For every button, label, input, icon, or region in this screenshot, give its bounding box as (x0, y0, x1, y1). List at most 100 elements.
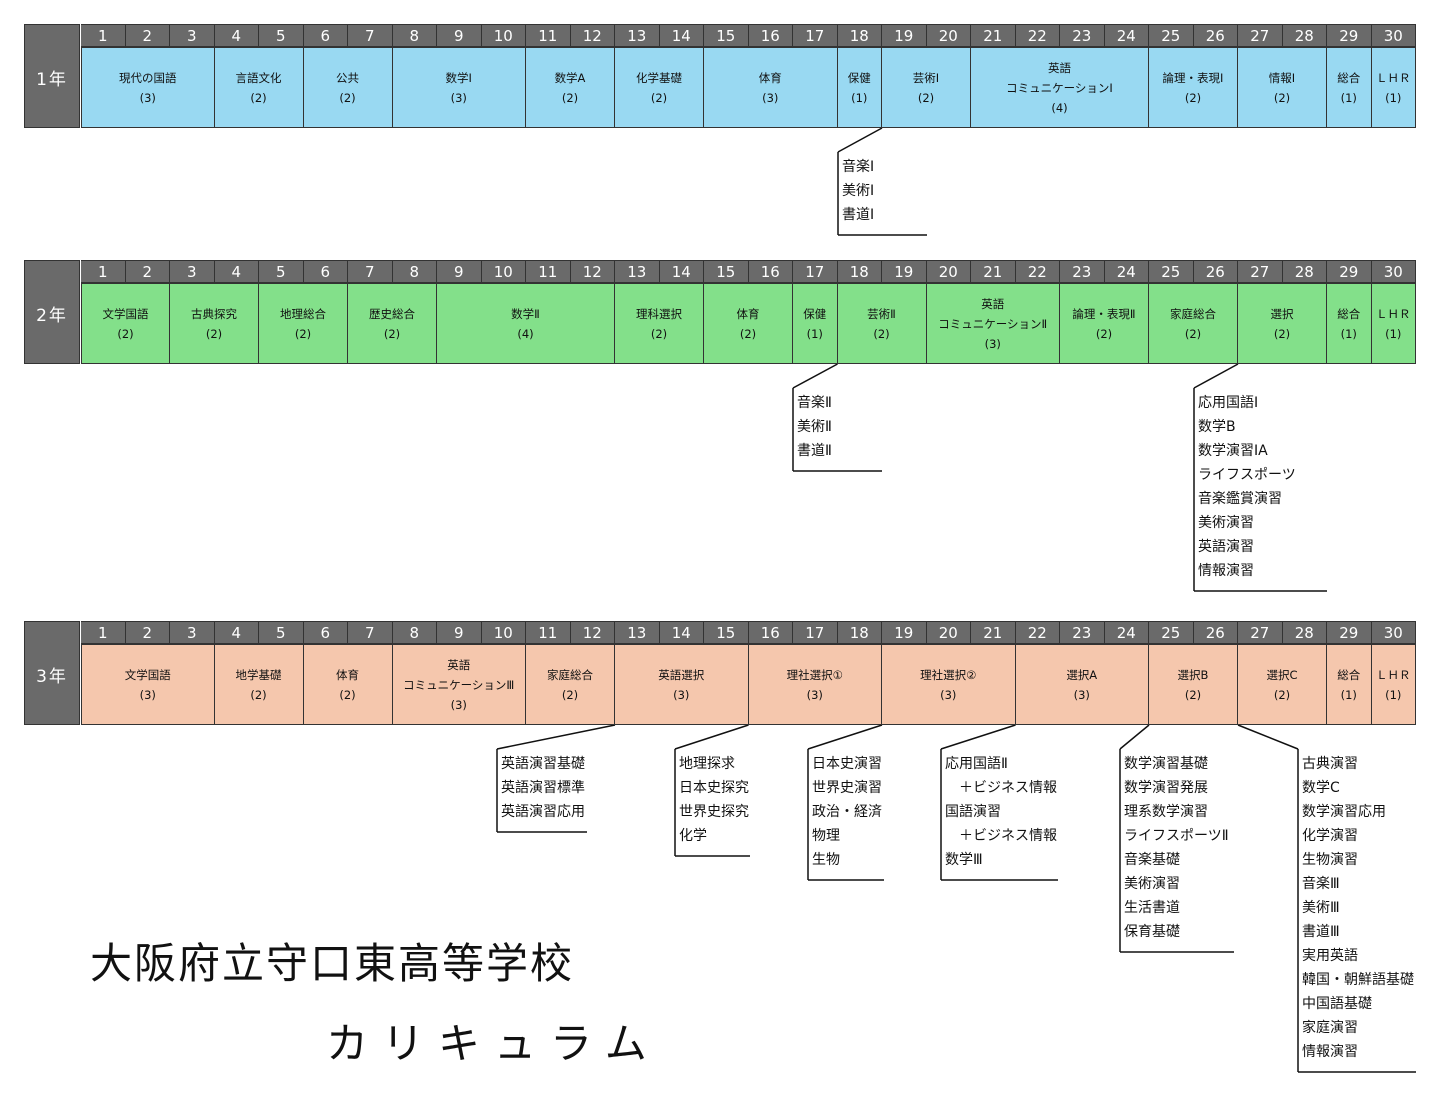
period-number: 1 (81, 24, 126, 47)
period-number: 5 (259, 260, 304, 283)
period-number: 8 (392, 24, 437, 47)
subject-credits: (2) (1095, 326, 1113, 341)
subject-name: 英語 (1048, 60, 1071, 75)
elective-item: 美術演習 (1124, 876, 1180, 892)
subject-credits: (2) (739, 326, 757, 341)
subject-cell: 保健(1) (837, 47, 882, 128)
period-number: 17 (793, 24, 838, 47)
period-number: 14 (659, 24, 704, 47)
elective-item: 応用国語Ⅱ (945, 756, 1008, 772)
subject-credits: (3) (940, 687, 957, 702)
elective-item: 書道Ⅱ (797, 443, 832, 459)
subject-name: 英語 (447, 657, 471, 672)
subject-credits: (2) (561, 687, 579, 702)
subject-credits: (2) (561, 90, 579, 105)
subject-credits: (2) (339, 90, 356, 105)
period-number: 4 (214, 621, 259, 644)
subject-cell: 数学Ⅰ (3) (392, 47, 526, 128)
period-number: 14 (659, 260, 704, 283)
elective-item: 世界史探究 (679, 804, 749, 820)
subject-credits: (3) (450, 90, 467, 105)
elective-item: 韓国・朝鮮語基礎 (1302, 972, 1414, 988)
subject-name: 英語選択 (658, 667, 705, 682)
elective-list: 日本史演習世界史演習政治・経済物理生物 (812, 752, 882, 872)
subject-cell: 地学基礎(2) (214, 644, 304, 725)
subject-name: 公共 (336, 70, 359, 85)
subject-cell: 化学基礎(2) (615, 47, 704, 128)
subject-cell: 英語コミュニケーションⅠ(4) (971, 47, 1149, 128)
period-number: 18 (837, 24, 882, 47)
elective-item: 古典演習 (1302, 756, 1358, 772)
period-number: 26 (1193, 260, 1238, 283)
period-number: 4 (214, 260, 259, 283)
period-number: 21 (971, 260, 1016, 283)
subject-cell: 英語コミュニケーションⅡ (3) (926, 283, 1060, 364)
subject-cell: 理社選択② (3) (882, 644, 1016, 725)
subject-name: 古典探究 (191, 306, 237, 321)
period-number: 16 (748, 24, 793, 47)
subject-credits: (2) (1273, 90, 1291, 105)
period-number: 10 (481, 621, 526, 644)
subject-name: 体育 (758, 70, 782, 85)
connector-diagonal (1237, 724, 1299, 750)
subject-cell: 言語文化(2) (214, 47, 304, 128)
subject-credits: (2) (1273, 326, 1291, 341)
subject-name: コミュニケーションⅡ (938, 316, 1048, 331)
period-number: 16 (748, 260, 793, 283)
subject-credits: (2) (205, 326, 223, 341)
year-label: 1年 (24, 24, 80, 128)
subject-name: 数学Ⅰ (445, 70, 472, 85)
subject-credits: (3) (762, 90, 779, 105)
subject-name: 理社選択② (920, 667, 977, 682)
subject-credits: (2) (250, 90, 267, 105)
subject-cell: 論理・表現Ⅱ(2) (1060, 283, 1149, 364)
subject-name: 数学A (554, 70, 586, 85)
period-number: 12 (570, 621, 615, 644)
subject-credits: (1) (1385, 687, 1402, 702)
subject-cell: 家庭総合(2) (526, 644, 615, 725)
subject-name: ＬＨＲ (1376, 667, 1411, 682)
subject-cell: 総合(1) (1327, 283, 1372, 364)
period-number: 29 (1327, 24, 1372, 47)
subject-credits: (2) (873, 326, 890, 341)
period-number: 23 (1060, 621, 1105, 644)
subject-cell: 選択A(3) (1015, 644, 1149, 725)
subject-credits: (2) (917, 90, 935, 105)
elective-item: 理系数学演習 (1124, 804, 1208, 820)
elective-item: 数学演習基礎 (1124, 756, 1208, 772)
elective-list: 応用国語Ⅱ ＋ビジネス情報国語演習 ＋ビジネス情報数学Ⅲ (945, 752, 1057, 872)
subject-credits: (3) (139, 687, 156, 702)
elective-item: 政治・経済 (812, 804, 882, 820)
subject-credits: (3) (984, 336, 1001, 351)
period-number: 7 (348, 24, 393, 47)
period-number: 18 (837, 260, 882, 283)
period-number: 11 (526, 621, 571, 644)
elective-item: 美術Ⅰ (842, 183, 875, 199)
period-number: 12 (570, 24, 615, 47)
elective-item: 数学演習ⅠA (1198, 443, 1268, 459)
elective-item: 世界史演習 (812, 780, 882, 796)
period-number: 6 (303, 621, 348, 644)
subject-credits: (4) (1051, 100, 1068, 115)
year-label: 2年 (24, 260, 80, 364)
subject-name: コミュニケーションⅢ (403, 677, 515, 692)
period-number: 6 (303, 260, 348, 283)
connector-diagonal (1119, 724, 1150, 750)
subject-credits: (3) (139, 90, 156, 105)
period-number: 27 (1238, 260, 1283, 283)
subject-name: 英語 (981, 296, 1005, 311)
elective-item: 数学演習発展 (1124, 780, 1208, 796)
period-number: 20 (926, 621, 971, 644)
period-number: 3 (170, 24, 215, 47)
elective-item: 美術Ⅲ (1302, 900, 1340, 916)
period-number: 21 (971, 621, 1016, 644)
subject-cell: 文学国語(2) (81, 283, 170, 364)
period-number: 9 (437, 621, 482, 644)
subject-name: 家庭総合 (1170, 306, 1216, 321)
subject-name: 地学基礎 (235, 667, 282, 682)
elective-item: 中国語基礎 (1302, 996, 1372, 1012)
elective-item: 英語演習応用 (501, 804, 585, 820)
subject-credits: (1) (1385, 90, 1402, 105)
